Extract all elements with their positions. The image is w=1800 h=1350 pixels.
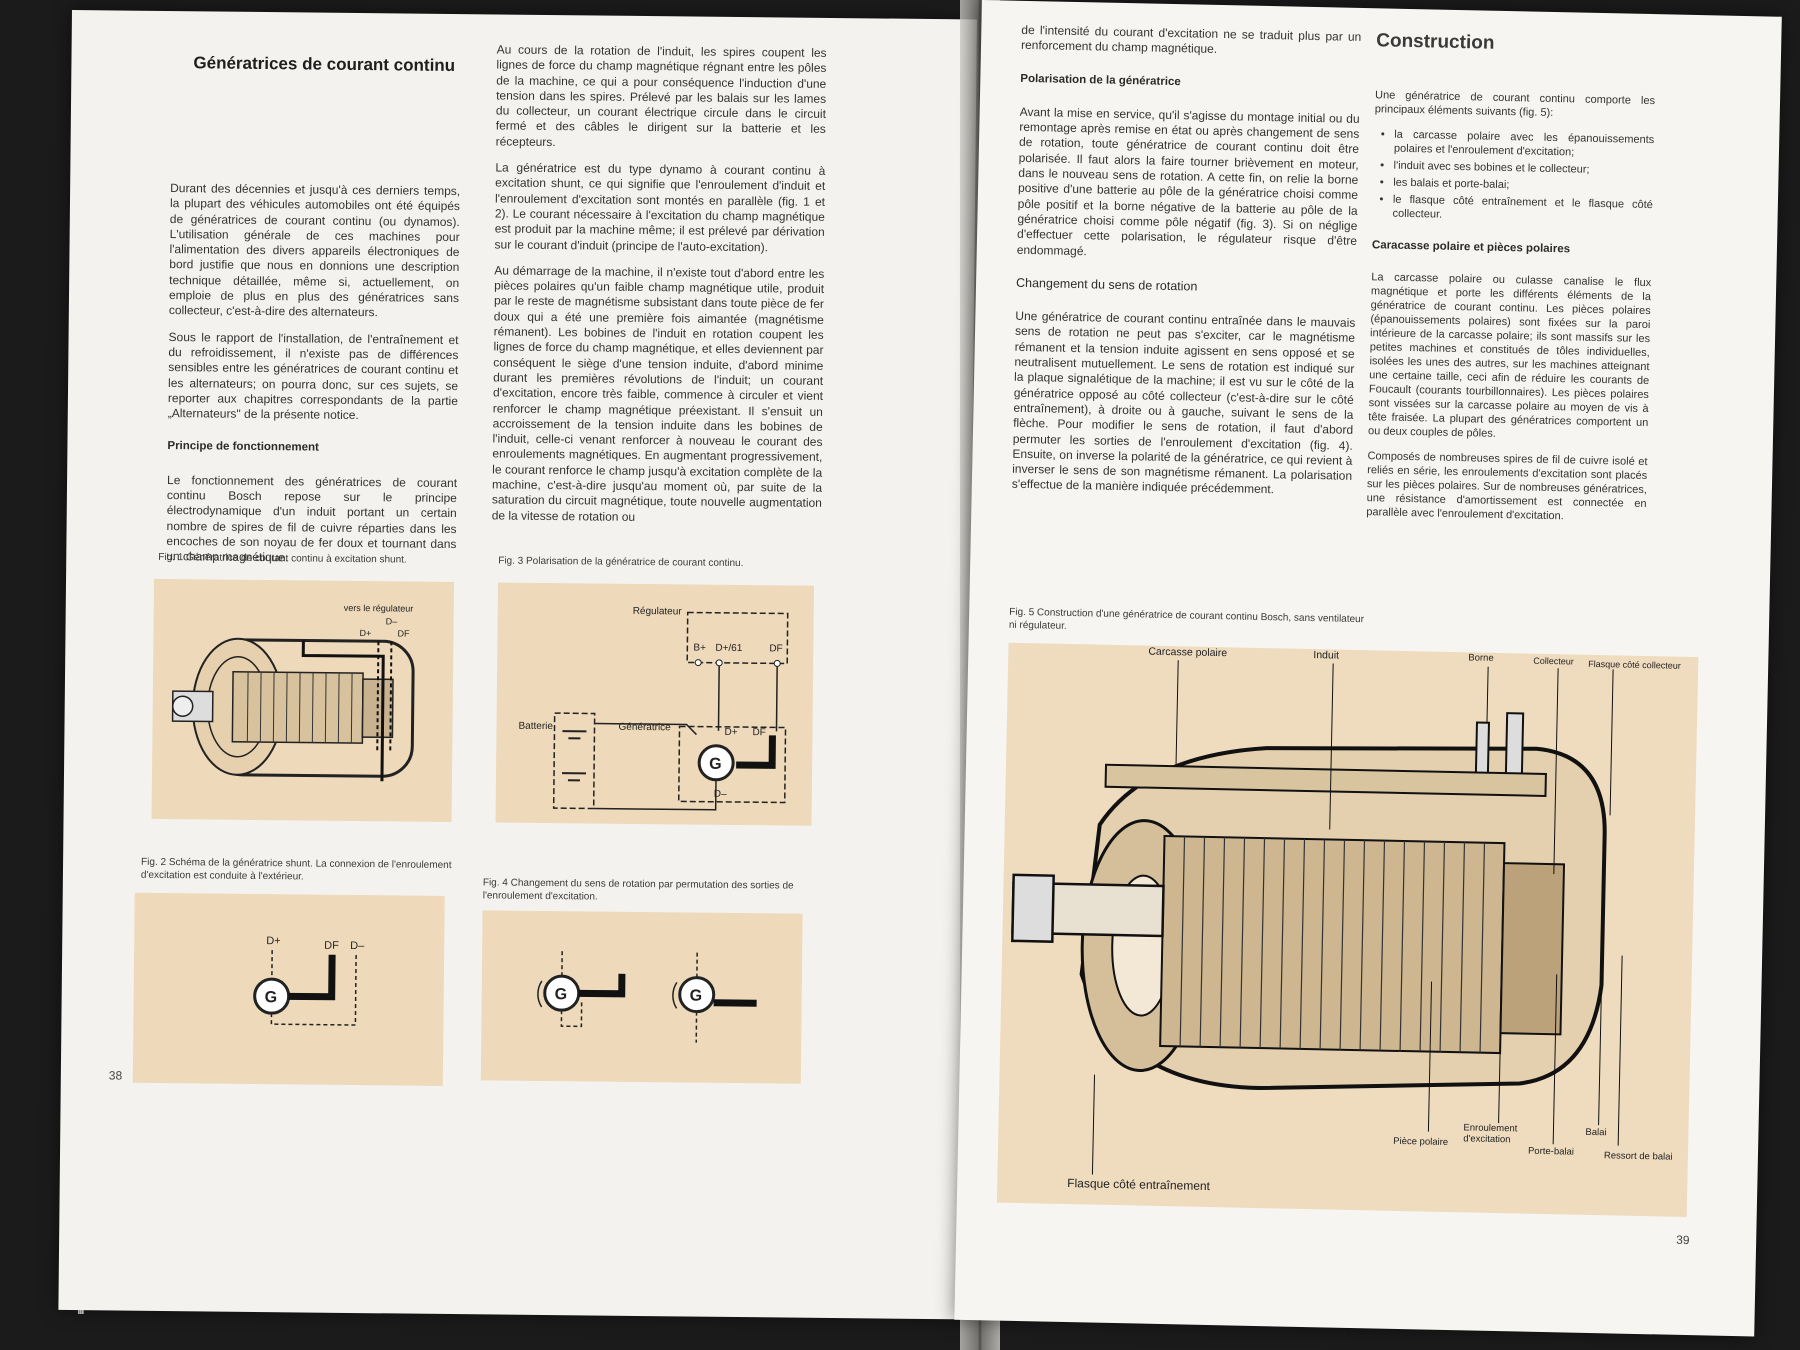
principe-heading: Principe de fonctionnement xyxy=(167,440,319,455)
page-number-left: 38 xyxy=(108,1068,123,1083)
fig3-dplus2-label: D+ xyxy=(724,727,737,738)
col2-paragraph-2: La génératrice est du type dynamo à cour… xyxy=(494,160,826,254)
fig4-g-symbol-2: G xyxy=(690,988,703,1005)
left-column-1: Durant des décennies et jusqu'à ces dern… xyxy=(166,181,460,579)
fig2-svg: D+ DF D– G xyxy=(253,935,365,1026)
fig2-dminus-label: D– xyxy=(350,940,365,952)
fig5-construction-drawing: Carcasse polaire Induit Borne Collecteur… xyxy=(996,642,1699,1218)
fig5-label-flasque-col: Flasque côté collecteur xyxy=(1588,658,1681,671)
fig5-label-piece: Pièce polaire xyxy=(1393,1135,1449,1149)
fig2-dplus-label: D+ xyxy=(266,935,280,947)
carcasse-heading: Caracasse polaire et pièces polaires xyxy=(1371,239,1571,256)
fig5-label-porte-balai: Porte-balai xyxy=(1527,1145,1575,1158)
fig4-g-symbol-1: G xyxy=(555,986,568,1003)
construction-list: la carcasse polaire avec les épanouissem… xyxy=(1372,127,1654,226)
open-book: Génératrices de courant continu Durant d… xyxy=(20,0,1800,1350)
fig3-d61-label: D+/61 xyxy=(715,643,743,654)
polarisation-heading: Polarisation de la génératrice xyxy=(1020,72,1181,88)
construction-item: l'induit avec ses bobines et le collecte… xyxy=(1393,159,1653,178)
fig1-dminus-label: D– xyxy=(386,616,398,626)
installation-paragraph: Sous le rapport de l'installation, de l'… xyxy=(167,329,459,423)
construction-item: les balais et porte-balai; xyxy=(1393,176,1653,195)
fig3-batterie-label: Batterie xyxy=(518,721,553,732)
fig1-reg-label: vers le régulateur xyxy=(344,603,414,614)
carcasse-paragraph-2: Composés de nombreuses spires de fil de … xyxy=(1366,450,1648,523)
carcasse-paragraph-1: La carcasse polaire ou culasse canalise … xyxy=(1367,271,1652,440)
page-number-right: 39 xyxy=(1676,1232,1690,1248)
fig4-rotation-diagram: G G xyxy=(480,910,803,1084)
changement-heading: Changement du sens de rotation xyxy=(1015,275,1198,294)
fig2-caption: Fig. 2 Schéma de la génératrice shunt. L… xyxy=(140,856,452,883)
fig3-bplus-label: B+ xyxy=(693,643,706,654)
fig1-svg: vers le régulateur D– D+ DF xyxy=(171,603,415,782)
fig5-label-balai: Balai xyxy=(1585,1126,1607,1139)
fig3-df2-label: DF xyxy=(752,727,765,738)
col2-paragraph-3: Au démarrage de la machine, il n'existe … xyxy=(491,263,825,524)
construction-item: la carcasse polaire avec les épanouissem… xyxy=(1394,128,1655,161)
right-column-1: de l'intensité du courant d'excitation n… xyxy=(1011,22,1362,511)
fig5-label-ressort: Ressort de balai xyxy=(1603,1150,1673,1163)
fig3-polarisation-diagram: Régulateur B+ D+/61 DF Batterie Génératr… xyxy=(495,582,815,826)
fig5-label-flasque-ent: Flasque côté entraînement xyxy=(1067,1176,1211,1194)
construction-title: Construction xyxy=(1376,30,1495,54)
top-paragraph: de l'intensité du courant d'excitation n… xyxy=(1020,22,1362,57)
fig1-df-label: DF xyxy=(397,628,410,638)
col2-paragraph-1: Au cours de la rotation de l'induit, les… xyxy=(495,42,827,149)
fig3-svg: Régulateur B+ D+/61 DF Batterie Génératr… xyxy=(518,606,789,811)
construction-item: le flasque côté entraînement et le flasq… xyxy=(1392,193,1653,226)
fig5-label-borne: Borne xyxy=(1468,652,1494,664)
fig3-regulateur-label: Régulateur xyxy=(633,606,683,618)
fig3-generatrice-label: Génératrice xyxy=(618,722,671,734)
fig3-dminus-label: D– xyxy=(714,789,727,800)
fig3-caption: Fig. 3 Polarisation de la génératrice de… xyxy=(498,555,744,570)
fig3-df-label: DF xyxy=(769,643,782,654)
fig4-caption: Fig. 4 Changement du sens de rotation pa… xyxy=(482,877,794,903)
fig5-caption: Fig. 5 Construction d'une génératrice de… xyxy=(1008,606,1365,632)
polarisation-paragraph: Avant la mise en service, qu'il s'agisse… xyxy=(1016,104,1360,258)
fig2-g-symbol: G xyxy=(265,989,278,1006)
fig5-label-enroulement: Enroulement d'excitation xyxy=(1463,1122,1518,1146)
construction-intro: Une génératrice de courant continu compo… xyxy=(1374,89,1656,119)
fig5-label-induit: Induit xyxy=(1313,649,1340,662)
intro-paragraph: Durant des décennies et jusqu'à ces dern… xyxy=(168,181,461,320)
fig2-shunt-schematic: D+ DF D– G xyxy=(132,892,445,1086)
fig5-label-collecteur: Collecteur xyxy=(1533,655,1574,667)
right-column-2: Une génératrice de courant continu compo… xyxy=(1366,88,1655,536)
left-page: Génératrices de courant continu Durant d… xyxy=(58,10,977,1320)
page-title: Génératrices de courant continu xyxy=(193,53,456,76)
fig1-dplus-label: D+ xyxy=(359,628,371,638)
fig5-svg xyxy=(1011,660,1623,1175)
changement-paragraph: Une génératrice de courant continu entra… xyxy=(1011,308,1356,497)
fig1-generator-drawing: vers le régulateur D– D+ DF xyxy=(151,578,455,823)
fig3-g-symbol: G xyxy=(709,756,722,773)
fig5-label-carcasse: Carcasse polaire xyxy=(1148,645,1228,660)
left-column-2: Au cours de la rotation de l'induit, les… xyxy=(492,42,827,537)
fig4-svg: G G xyxy=(537,951,757,1043)
fig2-df-label: DF xyxy=(324,940,339,952)
right-page: de l'intensité du courant d'excitation n… xyxy=(954,0,1782,1337)
